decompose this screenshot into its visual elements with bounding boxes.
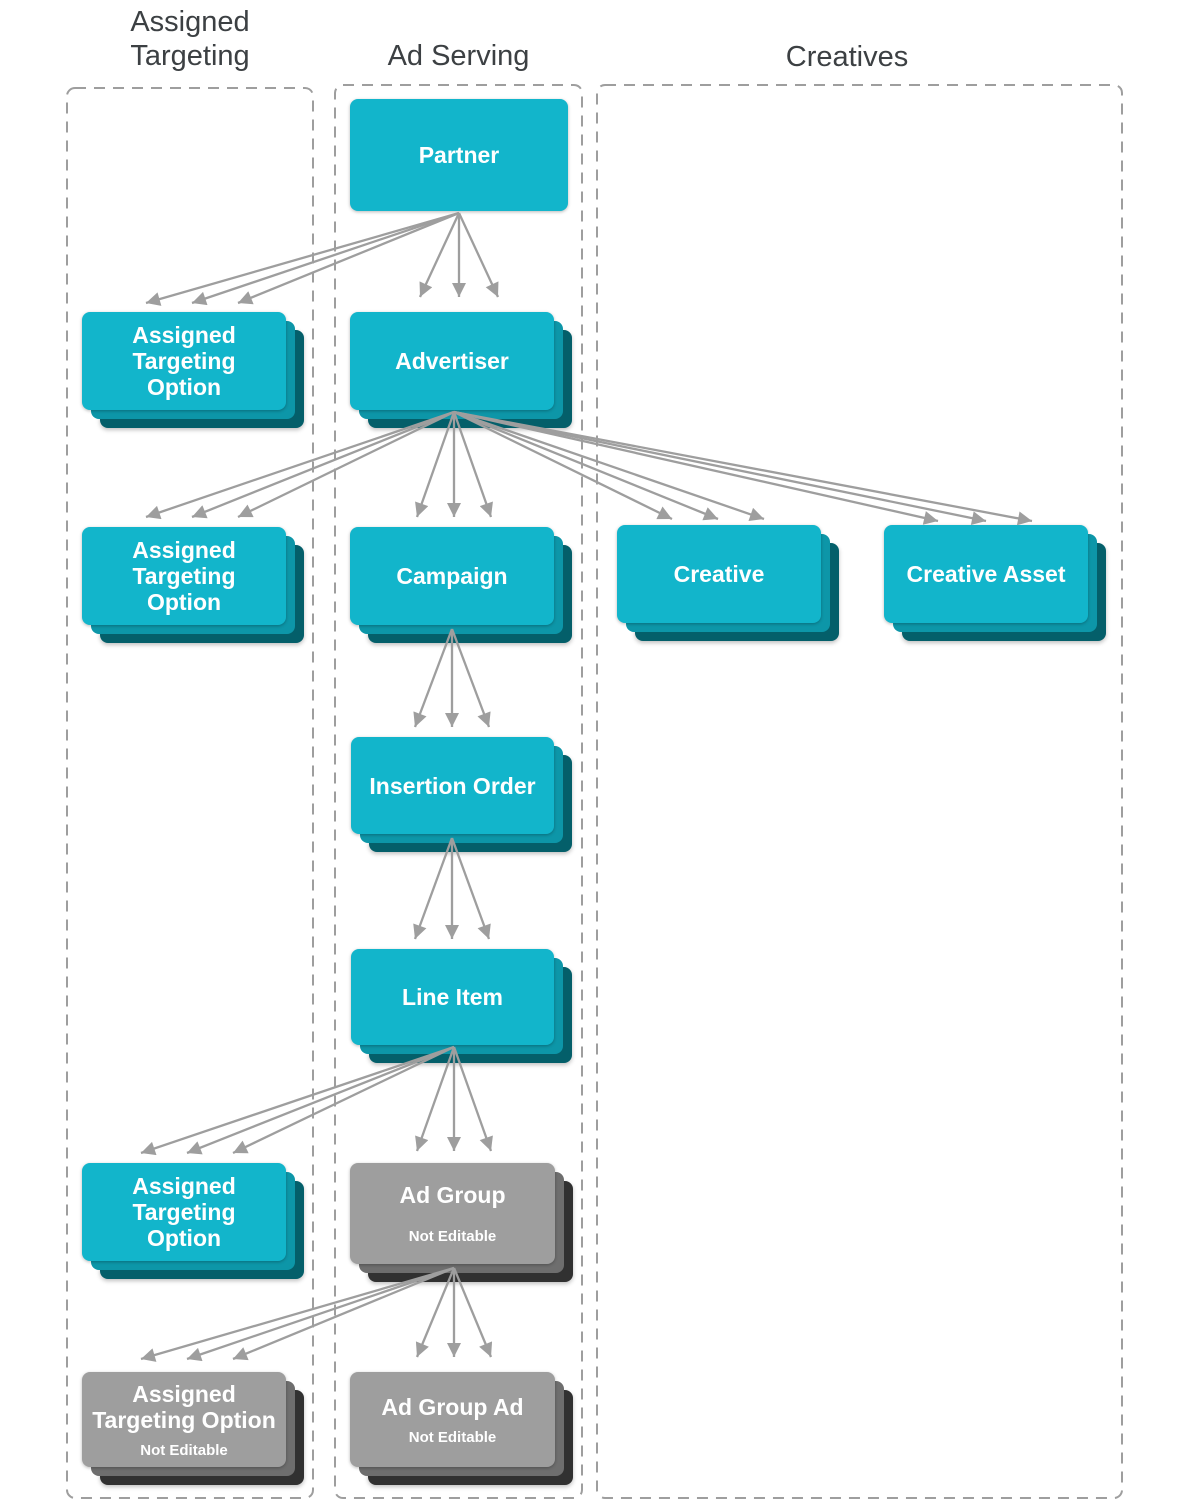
node-ad-group-ad: Ad Group Ad Not Editable — [350, 1372, 573, 1485]
node-label: Assigned Targeting Option — [132, 322, 236, 400]
arrow-partner-to-ato_partner — [237, 211, 460, 305]
node-insertion-order: Insertion Order — [351, 737, 572, 852]
node-label: Line Item — [402, 984, 503, 1010]
node-advertiser: Advertiser — [350, 312, 572, 428]
arrow-advertiser-to-creative — [453, 410, 673, 521]
node-label: Creative — [673, 561, 765, 587]
node-label: Advertiser — [395, 348, 509, 374]
arrow-campaign-to-insertion_order — [450, 628, 491, 728]
node-ad-group: Ad Group Not Editable — [350, 1163, 573, 1282]
node-assigned-targeting-option-ad-group: Assigned Targeting Option Not Editable — [82, 1372, 304, 1485]
node-label: Assigned Targeting Option — [132, 537, 236, 615]
arrow-partner-to-ato_partner — [191, 211, 460, 306]
column-outline-assigned-targeting — [66, 87, 314, 1499]
node-label: Assigned Targeting Option — [132, 1173, 236, 1251]
arrow-advertiser-to-creative — [453, 410, 719, 521]
arrow-insertion_order-to-line_item — [450, 837, 491, 940]
node-creative-asset: Creative Asset — [884, 525, 1106, 641]
not-editable-note: Not Editable — [408, 1228, 497, 1245]
node-label: Insertion Order — [369, 772, 536, 799]
arrow-partner-to-advertiser — [418, 212, 461, 298]
node-assigned-targeting-option-partner: Assigned Targeting Option — [82, 312, 304, 428]
node-label: Creative Asset — [906, 561, 1066, 587]
arrow-advertiser-to-creative_asset — [453, 410, 939, 525]
column-outline-creatives — [596, 84, 1123, 1499]
node-label: Campaign — [396, 563, 508, 589]
node-assigned-targeting-option-line-item: Assigned Targeting Option — [82, 1163, 304, 1279]
node-label: Assigned Targeting Option — [92, 1380, 276, 1433]
column-heading-ad-serving: Ad Serving — [387, 40, 530, 72]
arrow-advertiser-to-creative — [453, 410, 765, 522]
not-editable-note: Not Editable — [140, 1441, 228, 1459]
node-assigned-targeting-option-advertiser: Assigned Targeting Option — [82, 527, 304, 643]
column-heading-creatives: Creatives — [785, 41, 909, 73]
node-partner: Partner — [350, 99, 568, 211]
arrow-advertiser-to-creative_asset — [453, 410, 987, 526]
node-partner-label: Partner — [418, 142, 500, 168]
arrow-partner-to-ato_partner — [145, 211, 460, 306]
arrow-advertiser-to-creative_asset — [453, 410, 1033, 526]
arrow-insertion_order-to-line_item — [413, 837, 454, 940]
node-creative: Creative — [617, 525, 839, 641]
node-label: Ad Group — [399, 1182, 506, 1208]
arrow-campaign-to-insertion_order — [413, 628, 454, 728]
column-heading-assigned-targeting: Assigned Targeting — [130, 6, 250, 72]
node-label: Ad Group Ad — [381, 1393, 524, 1420]
node-line-item: Line Item — [351, 949, 572, 1063]
not-editable-note: Not Editable — [408, 1428, 497, 1446]
arrow-partner-to-advertiser — [457, 212, 500, 298]
node-campaign: Campaign — [350, 527, 572, 643]
